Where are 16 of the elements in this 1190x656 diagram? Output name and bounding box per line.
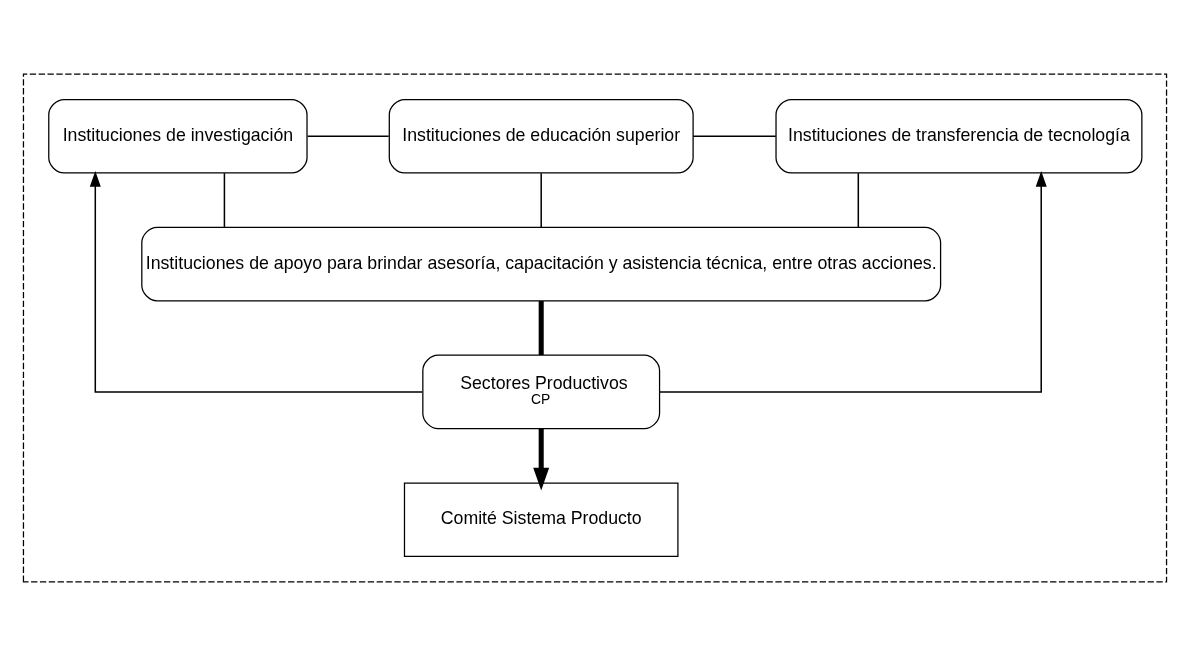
node-box: Instituciones de apoyo para brindar asesoría, capacitación y asistencia técnica, entre otras acciones. — [141, 226, 942, 302]
connector — [223, 172, 226, 228]
arrow — [658, 171, 1047, 393]
connector — [857, 172, 860, 228]
connector — [540, 172, 542, 228]
node-box: Instituciones de investigación — [48, 98, 308, 174]
connector — [692, 135, 777, 137]
cluster — [22, 73, 1168, 583]
node-box: Instituciones de transferencia de tecnología — [775, 98, 1143, 174]
connector — [306, 135, 390, 137]
connector — [538, 301, 544, 356]
node-box: Sectores Productivos CP — [422, 354, 661, 430]
arrow — [89, 171, 424, 393]
arrow — [533, 428, 550, 491]
node-box: Comité Sistema Producto — [403, 482, 679, 558]
node-box: Instituciones de educación superior — [388, 98, 694, 174]
